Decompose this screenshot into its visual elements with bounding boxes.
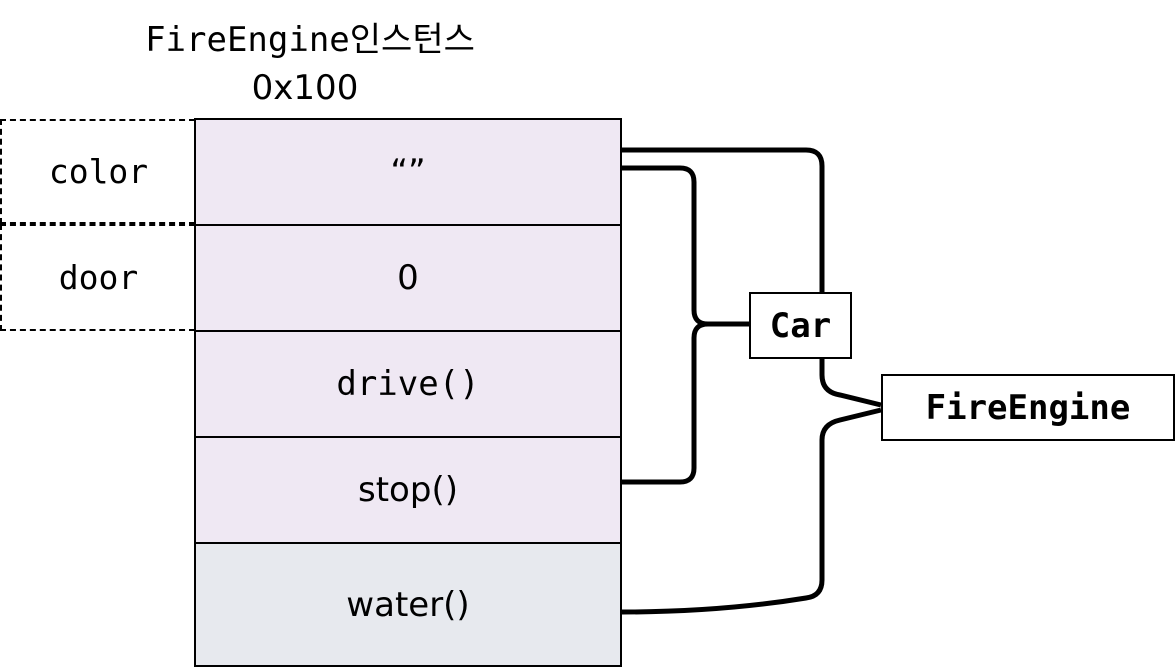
class-box-fireengine: FireEngine xyxy=(881,374,1175,441)
field-label-door: door xyxy=(0,224,195,331)
fireengine-brace xyxy=(621,147,882,615)
cell-door-value: 0 xyxy=(196,226,620,332)
instance-title: FireEngine인스턴스 0x100 xyxy=(0,16,620,112)
memory-block: “” 0 drive() stop() water() xyxy=(194,118,622,667)
car-brace xyxy=(622,165,749,485)
cell-stop-method: stop() xyxy=(196,438,620,544)
cell-color-value: “” xyxy=(196,120,620,226)
cell-water-method: water() xyxy=(196,544,620,665)
field-label-color: color xyxy=(0,119,195,224)
instance-address: 0x100 xyxy=(251,68,359,108)
class-box-car: Car xyxy=(749,292,852,359)
instance-name: FireEngine인스턴스 xyxy=(145,20,475,60)
cell-drive-method: drive() xyxy=(196,332,620,438)
